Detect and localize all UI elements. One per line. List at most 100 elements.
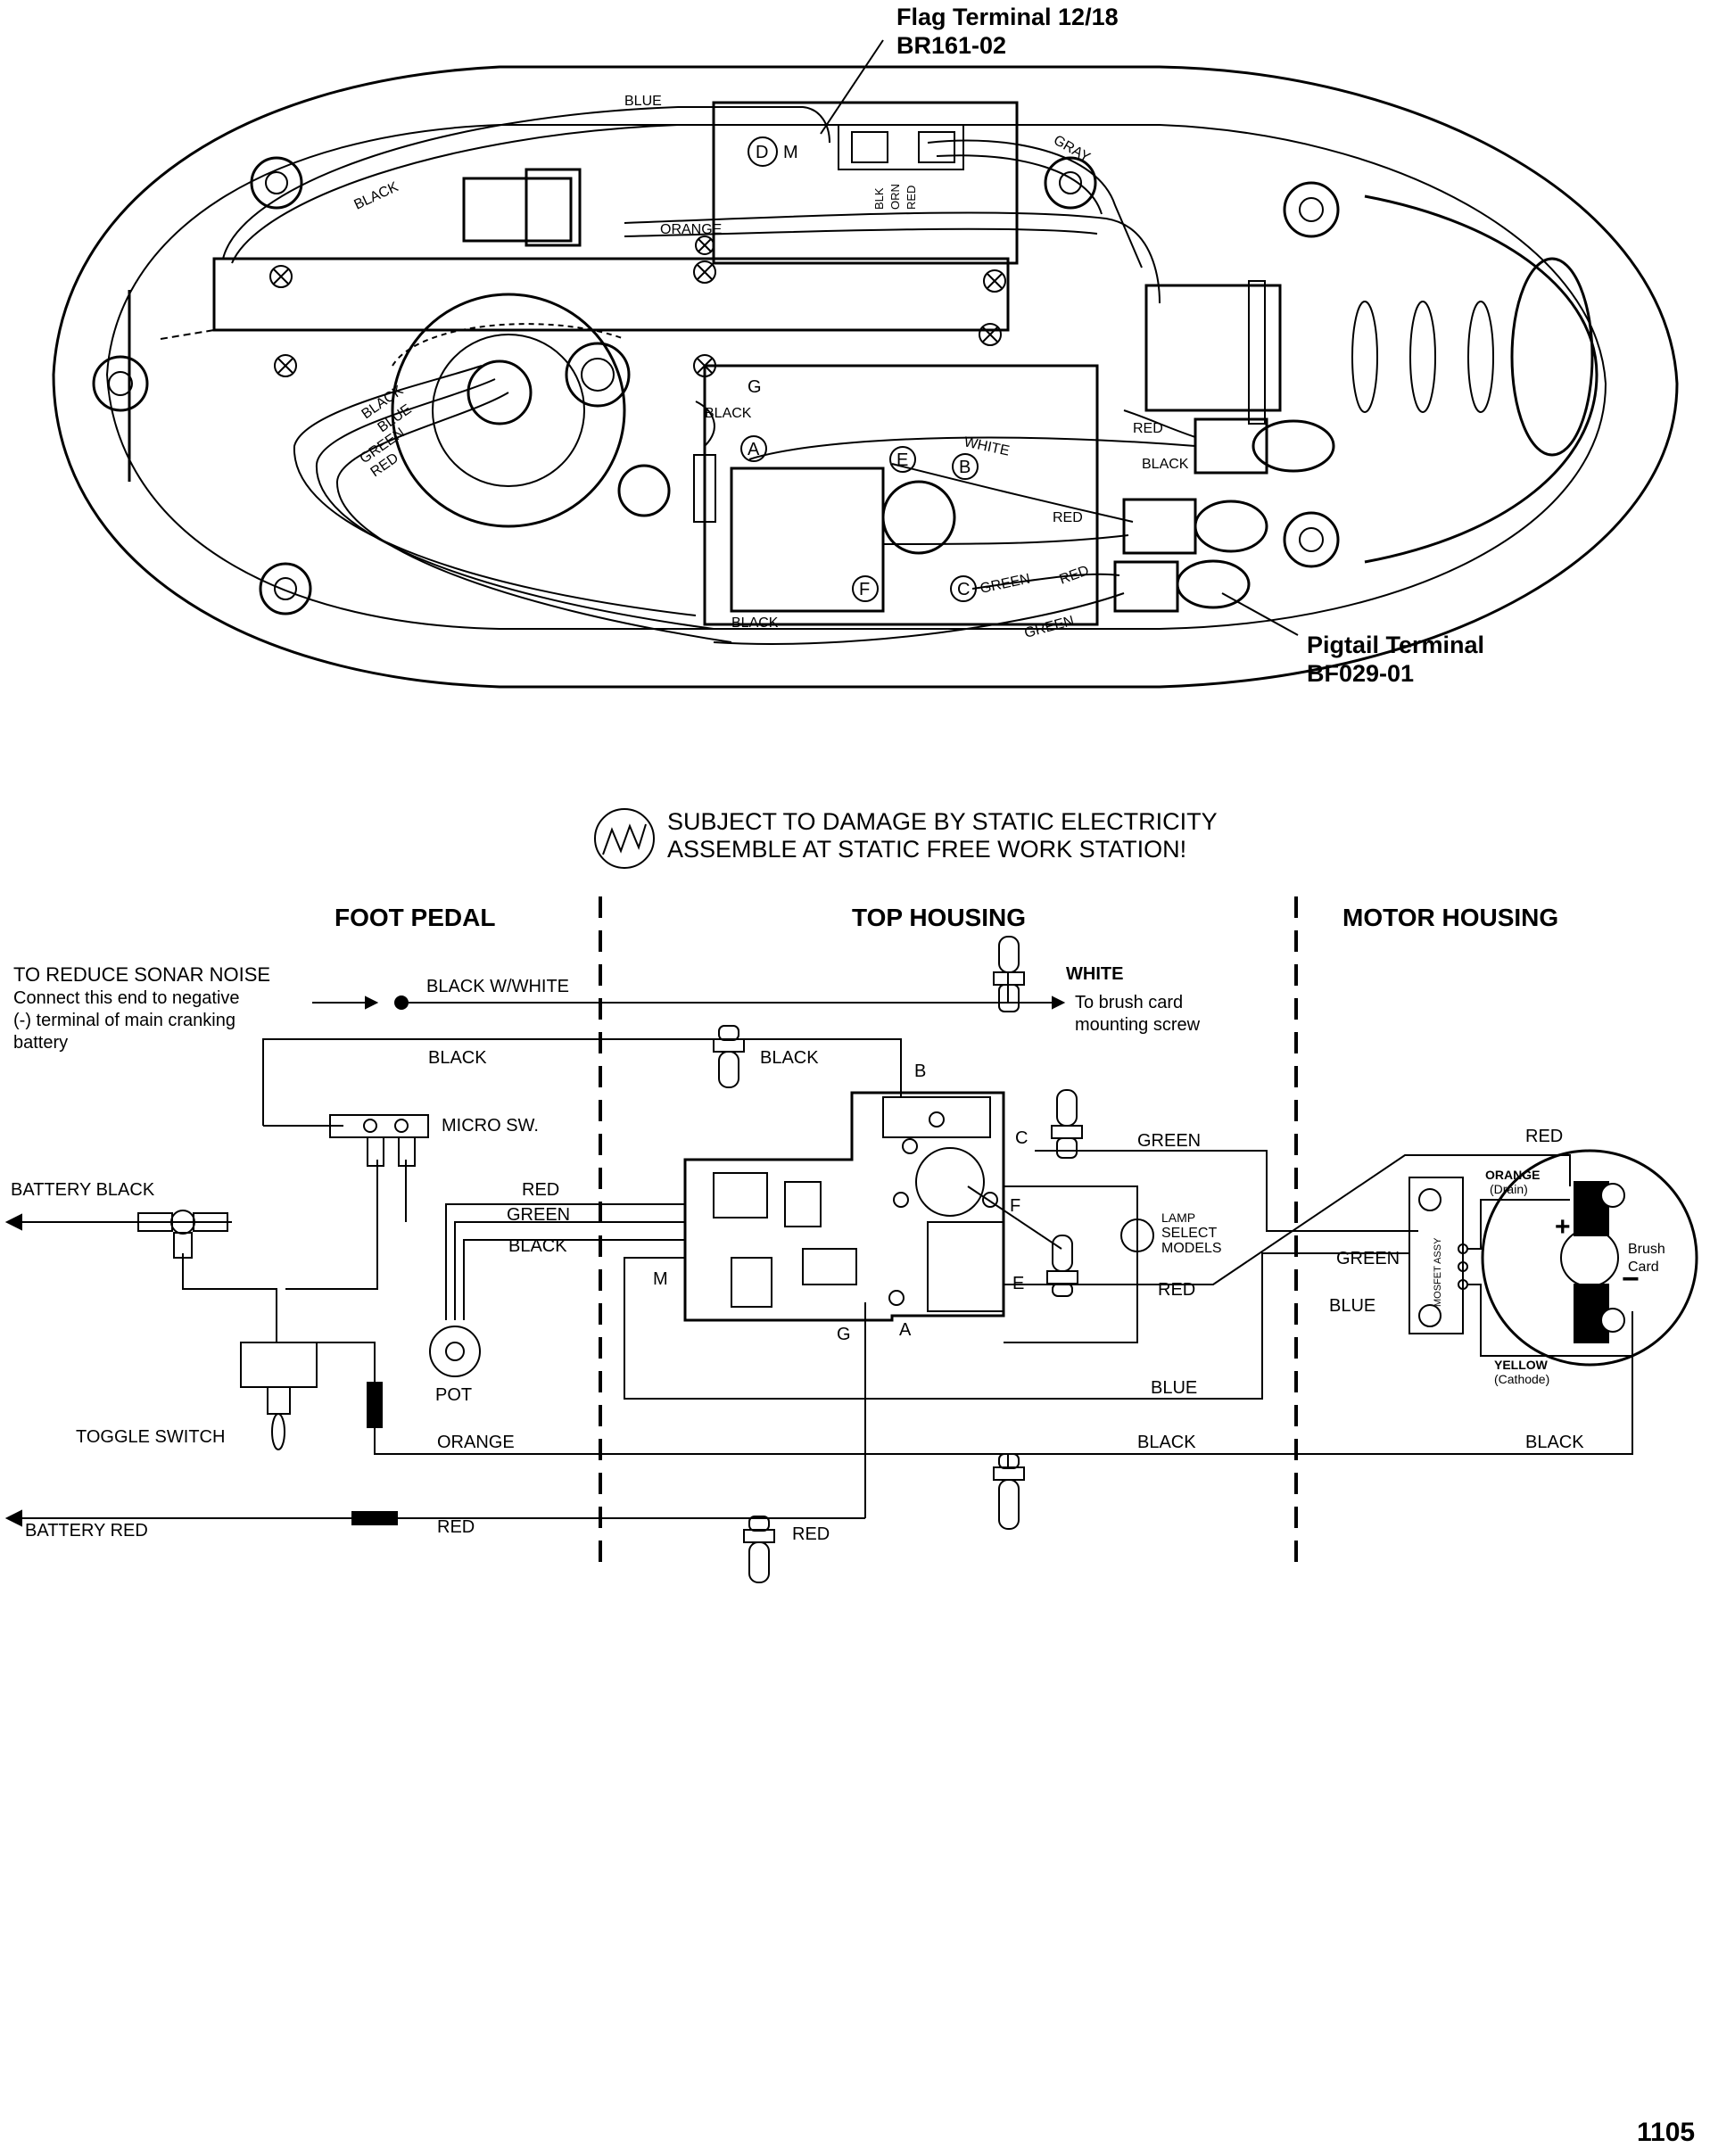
label-orange: ORANGE xyxy=(437,1433,515,1452)
top-terminal-letters: D M G A E B F C xyxy=(740,136,979,602)
connector-block xyxy=(462,177,573,243)
wire-label-red-mid: RED xyxy=(1053,510,1083,525)
warning-line-2: ASSEMBLE AT STATIC FREE WORK STATION! xyxy=(667,836,1186,863)
wire-label-blue-top: BLUE xyxy=(624,94,662,109)
boss-6-in xyxy=(1299,527,1324,552)
bullet-connector-black-low xyxy=(993,1453,1025,1530)
label-red-brush: RED xyxy=(1158,1280,1195,1300)
chip-label-orn: ORN xyxy=(888,184,902,210)
bar-rack xyxy=(160,329,215,340)
flag-terminal-label: Flag Terminal 12/18 xyxy=(896,4,1119,30)
label-red-top: RED xyxy=(1525,1127,1563,1146)
wire-label-green-mid: GREEN xyxy=(979,571,1031,596)
bullet-connector-white xyxy=(993,936,1025,1012)
label-toggle-switch: TOGGLE SWITCH xyxy=(76,1427,225,1447)
label-brush-screw-2: mounting screw xyxy=(1075,1015,1201,1035)
warning-line-1: SUBJECT TO DAMAGE BY STATIC ELECTRICITY xyxy=(667,808,1218,835)
label-select: SELECT xyxy=(1161,1226,1217,1241)
sonar-note-4: battery xyxy=(13,1033,68,1053)
inline-fuse-red xyxy=(351,1511,398,1525)
static-zigzag xyxy=(602,823,647,855)
label-orange-drain-2: (Drain) xyxy=(1490,1182,1528,1196)
label-black-w-white: BLACK W/WHITE xyxy=(426,977,569,996)
label-yellow-cathode-2: (Cathode) xyxy=(1494,1372,1549,1386)
top-terminal-c: C xyxy=(957,580,970,599)
boss-1 xyxy=(250,156,303,210)
toggle-switch-body xyxy=(240,1342,318,1388)
gear-mid xyxy=(432,334,585,487)
section-motor-housing: MOTOR HOUSING xyxy=(1342,904,1558,931)
flag-pins xyxy=(851,131,888,163)
label-green-pot: GREEN xyxy=(507,1205,570,1225)
top-terminal-b: B xyxy=(959,458,971,477)
flag-pins-2 xyxy=(918,131,955,163)
terminal-c: C xyxy=(1015,1128,1028,1148)
idler-in xyxy=(581,358,615,392)
pigtail-terminal-label: Pigtail Terminal xyxy=(1307,632,1484,658)
boss-1-in xyxy=(265,171,288,194)
housing-outline xyxy=(52,65,1679,689)
boss-5 xyxy=(1283,181,1340,238)
steering-bar xyxy=(212,257,1010,332)
label-blue-m: BLUE xyxy=(1151,1378,1197,1398)
screws xyxy=(269,235,1006,377)
wire-label-orange: ORANGE xyxy=(660,222,722,237)
schematic-labels: TO REDUCE SONAR NOISE Connect this end t… xyxy=(11,963,1665,1544)
label-white: WHITE xyxy=(1066,964,1123,984)
boss-4 xyxy=(1044,156,1097,210)
section-top-housing: TOP HOUSING xyxy=(852,904,1026,931)
boss-5-in xyxy=(1299,197,1324,222)
boss-2 xyxy=(92,355,149,412)
label-brush-screw-1: To brush card xyxy=(1075,993,1183,1012)
sonar-note-3: (-) terminal of main cranking xyxy=(13,1011,235,1030)
gear-teeth xyxy=(392,323,625,367)
connector-block-2 xyxy=(525,168,582,247)
top-capacitor xyxy=(881,480,956,555)
schematic-board xyxy=(683,1091,1005,1322)
top-terminal-d: D xyxy=(756,143,768,162)
wire-label-red-low: RED xyxy=(1058,563,1092,588)
top-fuse xyxy=(693,454,716,523)
boss-3-in xyxy=(274,577,297,600)
label-black-orange-run: BLACK xyxy=(1137,1433,1196,1452)
chip-labels: BLK ORN RED xyxy=(872,184,918,210)
label-black-connector: BLACK xyxy=(760,1048,819,1068)
pot xyxy=(429,1326,481,1377)
gear-outer xyxy=(391,293,626,528)
label-pot: POT xyxy=(435,1385,472,1405)
top-terminal-e: E xyxy=(896,450,908,470)
terminal-f: F xyxy=(1010,1196,1020,1216)
wire-label-black-low: BLACK xyxy=(731,615,779,631)
label-green-motor: GREEN xyxy=(1336,1249,1400,1268)
static-warning: SUBJECT TO DAMAGE BY STATIC ELECTRICITY … xyxy=(594,808,1218,869)
label-lamp: LAMP xyxy=(1161,1210,1195,1225)
inline-fuse-orange xyxy=(367,1382,383,1428)
terminal-m: M xyxy=(653,1269,668,1289)
label-minus: − xyxy=(1622,1262,1640,1296)
micro-switch xyxy=(329,1114,429,1138)
idler xyxy=(565,342,631,408)
wire-label-black-top: BLACK xyxy=(352,179,401,213)
control-board-top xyxy=(712,101,1019,265)
chip-label-blk: BLK xyxy=(872,187,886,210)
flag-terminal-part: BR161-02 xyxy=(896,32,1006,59)
static-warning-icon xyxy=(594,808,655,869)
wire-label-black-plug: BLACK xyxy=(1142,457,1189,472)
nose-vent-3 xyxy=(1351,301,1378,413)
label-red-pot: RED xyxy=(522,1180,559,1200)
bullet-connector-red xyxy=(743,1516,775,1583)
label-black-pot: BLACK xyxy=(508,1236,567,1256)
boss-3 xyxy=(259,562,312,615)
bullet-connector-lamp xyxy=(1046,1235,1078,1297)
nose-vent-1 xyxy=(1467,301,1494,413)
terminal-g: G xyxy=(837,1325,851,1344)
sonar-note-1: TO REDUCE SONAR NOISE xyxy=(13,963,270,986)
label-micro-sw: MICRO SW. xyxy=(442,1116,539,1136)
nose-cap xyxy=(1510,257,1594,457)
boss-4-in xyxy=(1059,171,1082,194)
pigtail-leader xyxy=(1221,592,1299,636)
terminal-e: E xyxy=(1012,1274,1024,1293)
label-black-motor: BLACK xyxy=(1525,1433,1584,1452)
capacitor-box xyxy=(730,467,885,613)
